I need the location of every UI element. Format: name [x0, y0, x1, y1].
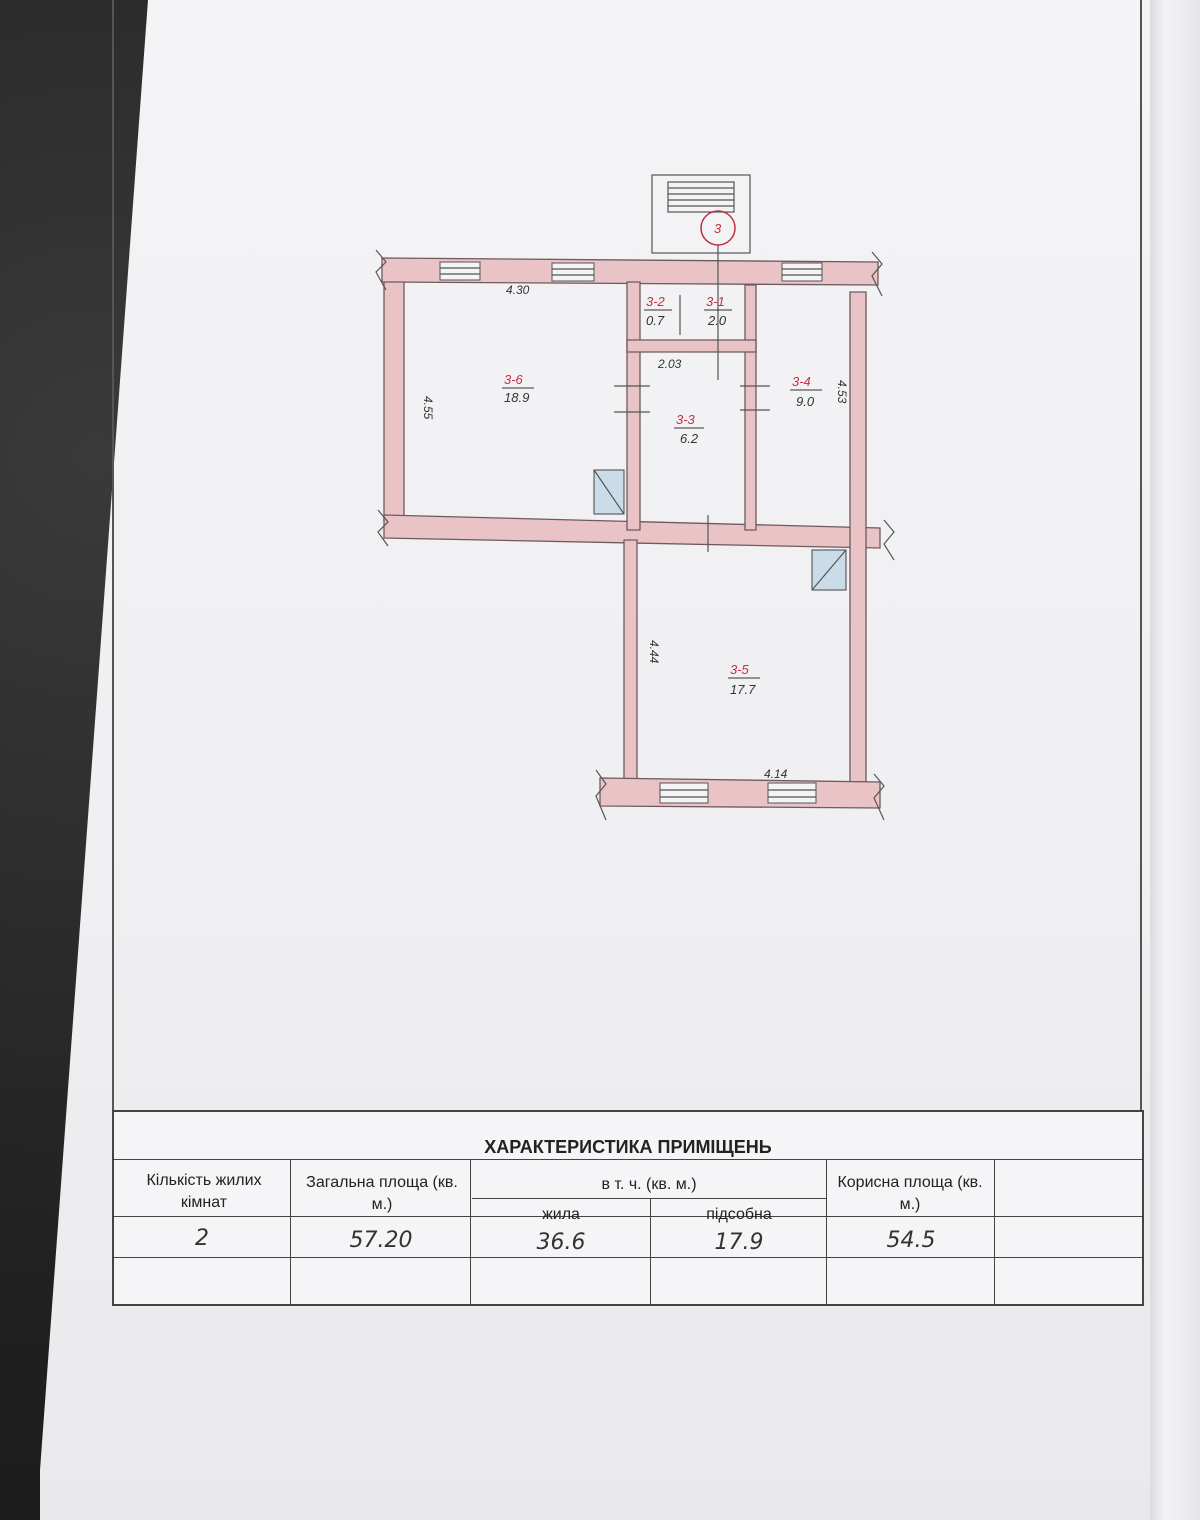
room-area: 18.9: [504, 390, 529, 405]
room-id: 3-3: [676, 412, 696, 427]
room-area: 6.2: [680, 431, 699, 446]
room-id: 3-4: [792, 374, 811, 389]
room-id: 3-2: [646, 294, 666, 309]
value-living: 36.6: [536, 1230, 586, 1255]
floor-plan: 3: [375, 174, 895, 821]
stair-marker-label: 3: [714, 221, 722, 236]
dim-top-left: 4.30: [506, 283, 530, 297]
room-id: 3-5: [730, 662, 750, 677]
header-total-area: Загальна площа (кв. м.): [306, 1174, 458, 1213]
room-area: 9.0: [796, 394, 815, 409]
door-marks: [614, 245, 770, 552]
room-3-3: 3-3 6.2: [674, 412, 704, 446]
room-3-2: 3-2 0.7: [644, 294, 672, 328]
room-id: 3-1: [706, 294, 725, 309]
document-sheet-edge: [1150, 0, 1200, 1520]
header-living: жила: [542, 1206, 580, 1223]
room-area: 0.7: [646, 313, 665, 328]
header-auxiliary: підсобна: [706, 1206, 772, 1223]
room-3-4: 3-4 9.0: [790, 374, 822, 409]
header-including: в т. ч. (кв. м.): [601, 1176, 697, 1193]
header-rooms-count: Кількість жилих кімнат: [146, 1172, 262, 1211]
dim-bottom-left: 4.44: [647, 640, 661, 664]
room-id: 3-6: [504, 372, 524, 387]
windows: [439, 261, 823, 804]
room-3-1: 3-1 2.0: [704, 294, 732, 328]
walls: [381, 257, 881, 809]
vent-ducts: [593, 469, 847, 591]
characteristics-table: ХАРАКТЕРИСТИКА ПРИМІЩЕНЬ Кількість жилих…: [112, 1110, 1144, 1306]
dim-right: 4.53: [835, 380, 849, 404]
stair-block: 3: [651, 174, 751, 254]
value-rooms-count: 2: [195, 1226, 209, 1251]
room-area: 2.0: [707, 313, 727, 328]
header-useful-area: Корисна площа (кв. м.): [837, 1174, 983, 1213]
dim-bottom: 4.14: [764, 767, 788, 781]
room-area: 17.7: [730, 682, 756, 697]
value-useful-area: 54.5: [886, 1228, 936, 1253]
value-auxiliary: 17.9: [714, 1230, 764, 1255]
break-marks: [375, 249, 895, 821]
table-title: ХАРАКТЕРИСТИКА ПРИМІЩЕНЬ: [114, 1112, 1142, 1160]
dim-left: 4.55: [421, 396, 435, 420]
dim-corridor: 2.03: [657, 357, 682, 371]
value-total-area: 57.20: [349, 1228, 413, 1253]
room-3-6: 3-6 18.9: [502, 372, 534, 405]
room-3-5: 3-5 17.7: [728, 662, 760, 697]
